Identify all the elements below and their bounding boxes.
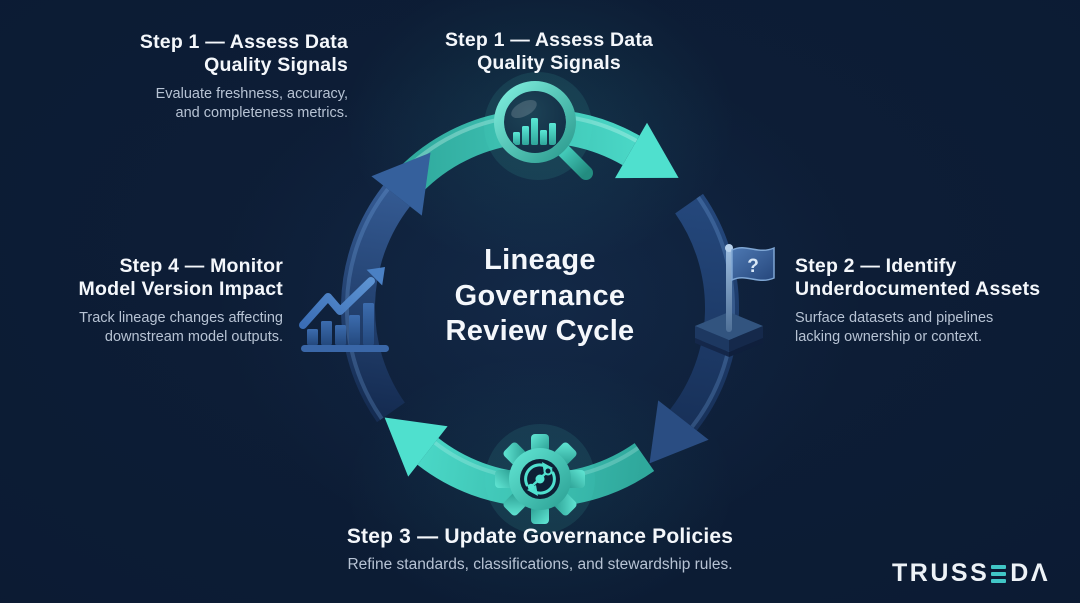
step1-side-heading: Step 1 — Assess Data Quality Signals bbox=[139, 31, 348, 76]
arc-step2-highlight bbox=[690, 196, 735, 429]
step4-description: Track lineage changes affecting downstre… bbox=[79, 310, 283, 345]
question-flag-icon: ? bbox=[695, 244, 775, 357]
gear-sync-icon bbox=[485, 424, 595, 534]
brand-logo-suffix: DΛ bbox=[1010, 559, 1050, 587]
magnifier-bar-chart-icon bbox=[484, 72, 593, 180]
arc-step2 bbox=[669, 193, 740, 431]
growth-chart-icon bbox=[299, 267, 389, 352]
step1-top-heading: Step 1 — Assess Data Quality Signals bbox=[444, 29, 654, 74]
brand-logo: TRUSS DΛ bbox=[892, 559, 1050, 588]
step1-side-label: Step 1 — Assess Data Quality Signals Eva… bbox=[140, 31, 348, 123]
step3-label: Step 3 — Update Governance Policies Refi… bbox=[240, 524, 840, 574]
step2-label: Step 2 — Identify Underdocumented Assets… bbox=[795, 255, 1040, 347]
arrowhead-step2 bbox=[649, 400, 709, 464]
brand-logo-e-bars-icon bbox=[991, 564, 1007, 583]
step2-heading: Step 2 — Identify Underdocumented Assets bbox=[795, 255, 1041, 300]
brand-logo-prefix: TRUSS bbox=[892, 559, 990, 587]
flag-question-glyph: ? bbox=[747, 256, 759, 277]
step4-label: Step 4 — Monitor Model Version Impact Tr… bbox=[79, 255, 283, 347]
arc-step4 bbox=[340, 185, 411, 423]
step3-heading: Step 3 — Update Governance Policies bbox=[346, 525, 734, 548]
step4-heading: Step 4 — Monitor Model Version Impact bbox=[78, 255, 283, 300]
step1-top-label: Step 1 — Assess Data Quality Signals bbox=[409, 29, 689, 75]
arrowhead-step1 bbox=[615, 122, 679, 179]
step2-description: Surface datasets and pipelines lacking o… bbox=[795, 310, 994, 345]
step1-side-description: Evaluate freshness, accuracy, and comple… bbox=[155, 86, 348, 121]
arrowhead-step3 bbox=[384, 417, 448, 477]
diagram-title: Lineage Governance Review Cycle bbox=[445, 244, 635, 347]
arrowhead-step4 bbox=[371, 152, 431, 216]
step3-description: Refine standards, classifications, and s… bbox=[347, 556, 733, 573]
